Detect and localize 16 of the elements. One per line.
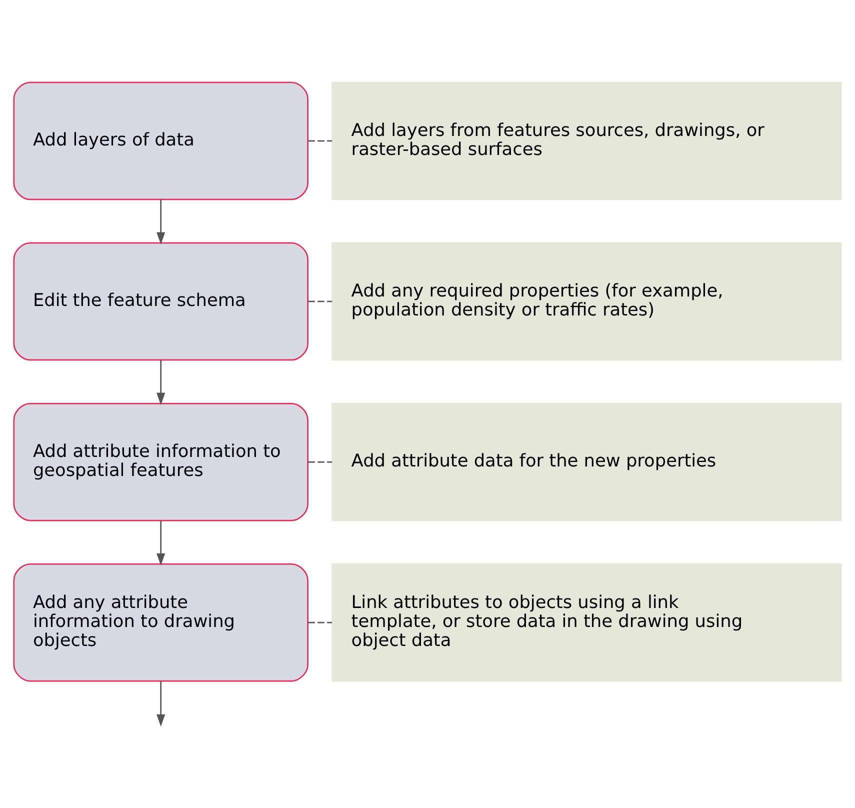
- arrow: [156, 360, 166, 406]
- connector: [308, 300, 332, 302]
- node-box: Edit the feature schema: [13, 242, 308, 361]
- arrow: [156, 520, 166, 566]
- node-box: Add any attribute information to drawing objects: [13, 563, 308, 682]
- connector: [308, 461, 332, 463]
- connector: [308, 622, 332, 624]
- node-box: Add attribute data for the new properties: [332, 402, 842, 522]
- arrow: [156, 200, 166, 245]
- arrow: [156, 681, 166, 727]
- node-box: Add any required properties (for example, population density or traffic rates): [332, 242, 842, 361]
- node-box: Add layers from features sources, drawings, or raster-based surfaces: [332, 82, 842, 200]
- node-box: Add attribute information to geospatial features: [13, 402, 308, 522]
- connector: [308, 140, 332, 142]
- node-box: Add layers of data: [13, 82, 308, 200]
- node-box: Link attributes to objects using a link template, or store data in the drawing using object data: [332, 563, 842, 682]
